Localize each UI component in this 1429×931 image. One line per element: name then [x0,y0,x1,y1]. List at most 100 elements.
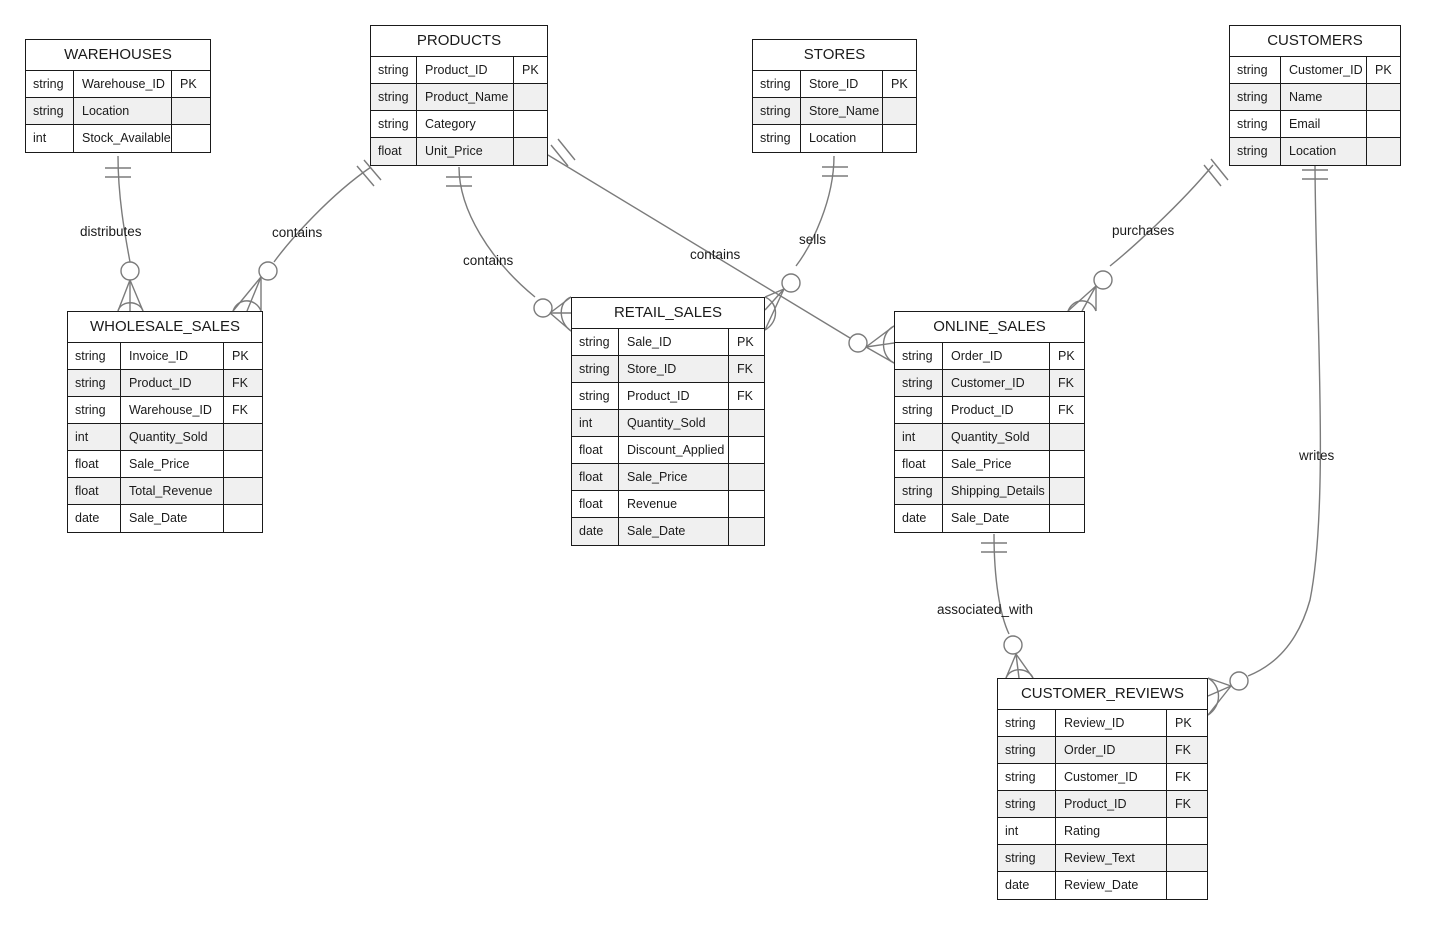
attribute-type: int [68,424,121,450]
attribute-key [729,518,764,545]
attribute-key [729,464,764,490]
attribute-type: string [371,84,417,110]
attribute-type: int [998,818,1056,844]
attribute-name: Name [1281,84,1367,110]
attribute-type: string [26,71,74,97]
attribute-name: Product_ID [121,370,224,396]
attribute-type: float [371,138,417,165]
attribute-name: Sale_Price [121,451,224,477]
attribute-key: PK [1375,63,1392,77]
attribute-name: Store_ID [619,356,729,382]
attribute-key [1367,84,1400,110]
attribute-name: Sale_Date [121,505,224,532]
attribute-key [729,491,764,517]
attribute-name: Order_ID [1056,737,1167,763]
attribute-name: Location [74,98,172,124]
attribute-key [1167,845,1207,871]
attribute-type: int [895,424,943,450]
attribute-type: string [1230,57,1281,83]
attribute-type: string [572,356,619,382]
attribute-type: string [753,98,801,124]
attribute-key [1367,138,1400,165]
attribute-type: string [26,98,74,124]
attribute-name: Rating [1056,818,1167,844]
attribute-key [514,111,547,137]
entity-title: ONLINE_SALES [895,312,1084,343]
attribute-name: Sale_Price [619,464,729,490]
relationship-label-rel-writes: writes [1299,448,1335,463]
attribute-key: FK [1175,797,1191,811]
attribute-key: FK [1175,770,1191,784]
attribute-key [729,410,764,436]
attribute-name: Total_Revenue [121,478,224,504]
attribute-type: string [895,478,943,504]
attribute-name: Warehouse_ID [74,71,172,97]
attribute-key: PK [180,77,197,91]
attribute-name: Quantity_Sold [943,424,1050,450]
attribute-key: PK [522,63,539,77]
attribute-name: Location [801,125,883,152]
attribute-name: Review_Date [1056,872,1167,899]
relationship-label-rel-distributes: distributes [80,224,142,239]
attribute-name: Quantity_Sold [121,424,224,450]
attribute-key [883,125,916,152]
attribute-name: Sale_Date [943,505,1050,532]
attribute-name: Revenue [619,491,729,517]
entity-title: CUSTOMER_REVIEWS [998,679,1207,710]
attribute-name: Sale_Price [943,451,1050,477]
attribute-type: string [998,845,1056,871]
attribute-type: string [998,791,1056,817]
